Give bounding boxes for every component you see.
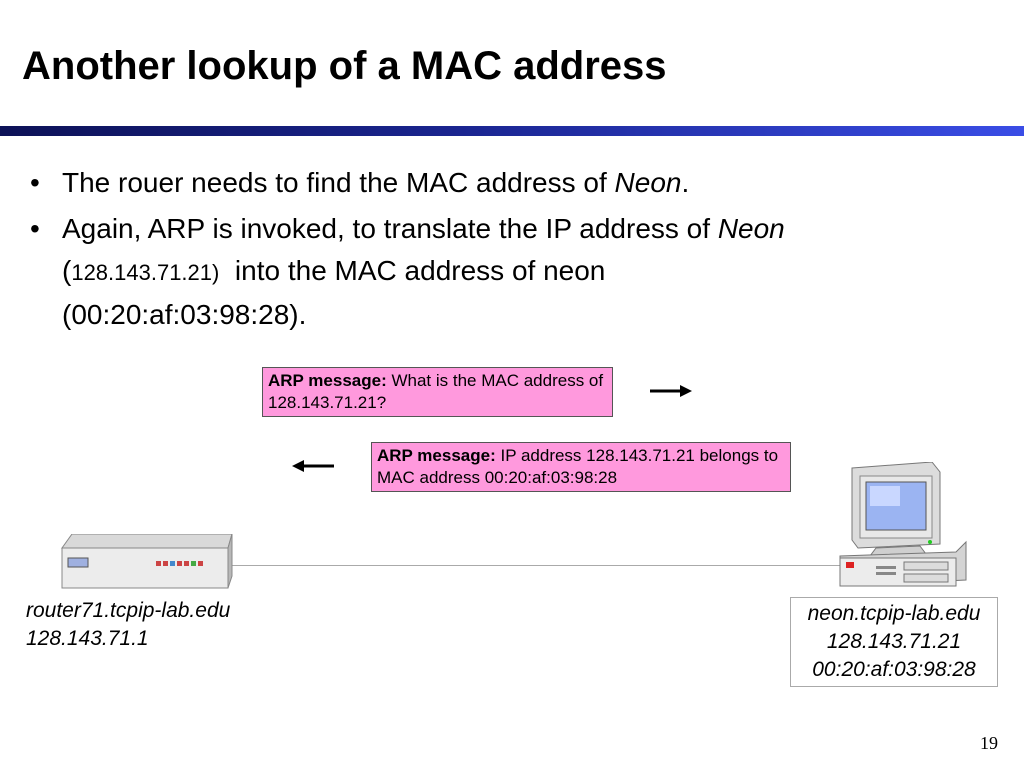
arp-reply-text: IP address 128.143.71.21 belongs to MAC … [377,446,779,487]
router-icon [61,534,233,589]
bullet-1-host: Neon [614,167,682,198]
bullet-item-2: • Again, ARP is invoked, to translate th… [30,208,990,336]
bullet-2-ip: 128.143.71.21) [71,260,220,285]
bullet-item-1: • The rouer needs to find the MAC addres… [30,162,990,204]
bullet-2-paren: ( [62,255,72,286]
bullet-2-host: Neon [717,213,785,244]
arrow-right-icon [650,385,692,397]
arp-request-text: What is the MAC address of 128.143.71.21… [268,371,604,412]
bullet-dot: • [30,167,40,198]
arp-reply-label: ARP message: [377,446,496,465]
neon-mac: 00:20:af:03:98:28 [812,658,976,681]
router-ip: 128.143.71.1 [26,627,149,650]
arrow-left-icon [292,460,334,472]
arp-request-box: ARP message: What is the MAC address of … [262,367,613,417]
bullet-1-text: The rouer needs to find the MAC address … [62,167,615,198]
router-hostname: router71.tcpip-lab.edu [26,599,231,622]
bullet-2-text: Again, ARP is invoked, to translate the … [62,213,718,244]
arp-request-label: ARP message: [268,371,387,390]
router-label: router71.tcpip-lab.edu 128.143.71.1 [26,597,230,653]
network-link [232,565,844,566]
bullet-1-end: . [681,167,690,198]
page-number: 19 [980,733,998,753]
title-underline-bar [0,126,1024,136]
neon-ip: 128.143.71.21 [826,630,962,653]
computer-icon [839,462,967,587]
neon-hostname: neon.tcpip-lab.edu [807,602,981,625]
bullet-2-mac: (00:20:af:03:98:28). [62,299,307,330]
slide-title: Another lookup of a MAC address [22,44,667,88]
bullet-list: • The rouer needs to find the MAC addres… [30,162,990,340]
bullet-dot: • [30,213,40,244]
arp-reply-box: ARP message: IP address 128.143.71.21 be… [371,442,791,492]
bullet-2-mid: into the MAC address of neon [219,255,606,286]
neon-label: neon.tcpip-lab.edu 128.143.71.21 00:20:a… [790,597,998,687]
